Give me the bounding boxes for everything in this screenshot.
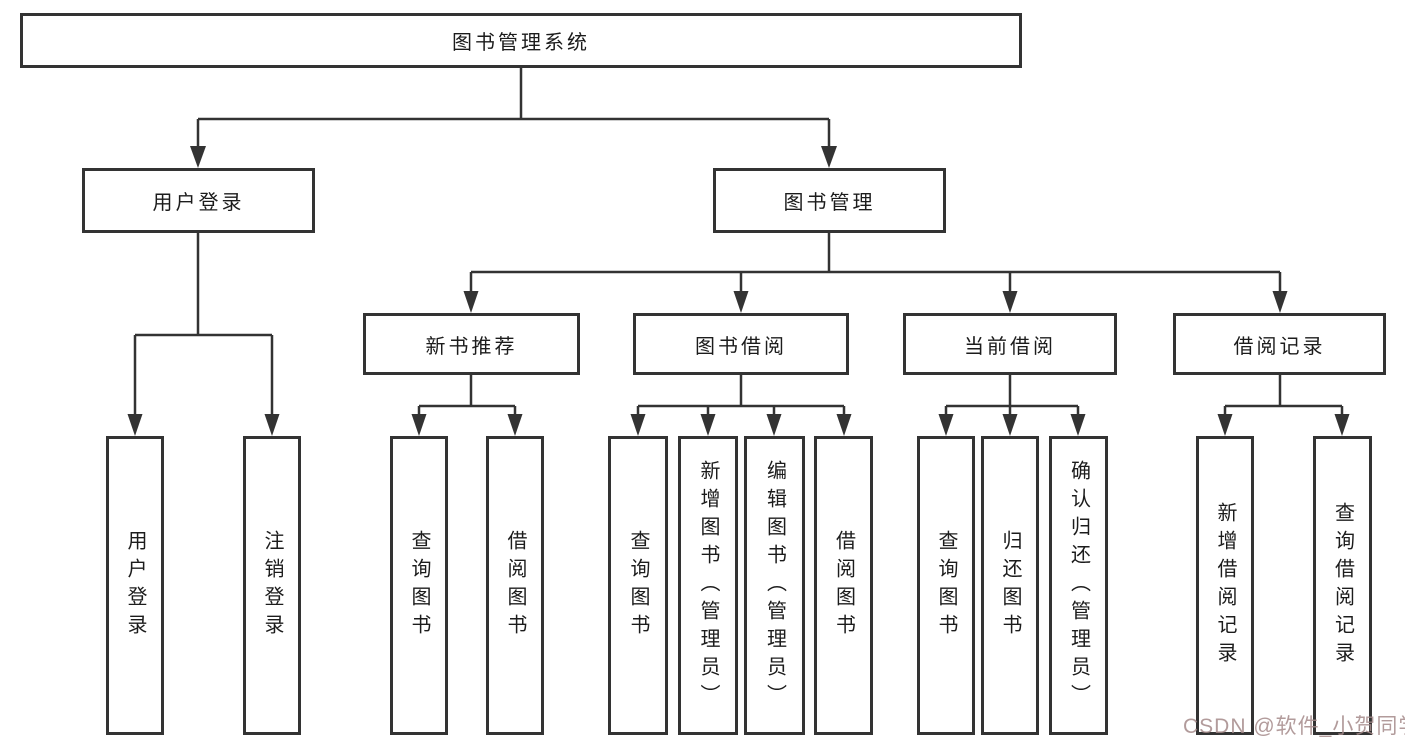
node-label: 借阅图书 xyxy=(832,529,855,642)
node-label: 图书管理 xyxy=(783,192,876,214)
leaf-return-book: 归还图书 xyxy=(981,436,1039,735)
node-label: 查询图书 xyxy=(408,529,430,642)
node-book-borrowing: 图书借阅 xyxy=(633,313,849,375)
leaf-confirm-return-admin: 确认归还（管理员） xyxy=(1049,436,1108,735)
node-label: 归还图书 xyxy=(999,529,1021,642)
leaf-query-book-current: 查询图书 xyxy=(917,436,975,735)
node-label: 图书借阅 xyxy=(695,335,787,358)
node-label: 借阅记录 xyxy=(1233,335,1326,358)
node-label: 查询借阅记录 xyxy=(1331,501,1354,670)
node-book-management: 图书管理 xyxy=(713,168,946,233)
leaf-logout: 注销登录 xyxy=(243,436,301,735)
node-label: 借阅图书 xyxy=(504,529,526,642)
node-label: 新增图书（管理员） xyxy=(697,459,719,712)
csdn-watermark: CSDN @软件_小贺同学 xyxy=(1183,715,1405,738)
node-label: 新增借阅记录 xyxy=(1214,501,1236,670)
node-label: 注销登录 xyxy=(261,529,283,642)
node-new-book-recommend: 新书推荐 xyxy=(363,313,580,375)
leaf-borrow-book: 借阅图书 xyxy=(814,436,873,735)
node-user-login: 用户登录 xyxy=(82,168,315,233)
node-label: 查询图书 xyxy=(627,529,649,642)
leaf-add-borrow-record: 新增借阅记录 xyxy=(1196,436,1254,735)
node-label: 当前借阅 xyxy=(964,335,1056,358)
node-label: 用户登录 xyxy=(124,529,146,642)
node-label: 新书推荐 xyxy=(425,335,518,358)
node-library-system: 图书管理系统 xyxy=(20,13,1022,68)
node-label: 编辑图书（管理员） xyxy=(763,459,786,712)
leaf-query-book-borrowing: 查询图书 xyxy=(608,436,668,735)
leaf-add-book-admin: 新增图书（管理员） xyxy=(678,436,738,735)
leaf-user-login: 用户登录 xyxy=(106,436,164,735)
leaf-query-borrow-record: 查询借阅记录 xyxy=(1313,436,1372,735)
leaf-query-book-recommend: 查询图书 xyxy=(390,436,448,735)
node-current-borrowing: 当前借阅 xyxy=(903,313,1117,375)
node-borrow-records: 借阅记录 xyxy=(1173,313,1386,375)
leaf-edit-book-admin: 编辑图书（管理员） xyxy=(744,436,805,735)
node-label: 图书管理系统 xyxy=(452,32,590,54)
node-label: 确认归还（管理员） xyxy=(1067,459,1090,712)
node-label: 用户登录 xyxy=(152,192,245,214)
leaf-borrow-book-recommend: 借阅图书 xyxy=(486,436,544,735)
node-label: 查询图书 xyxy=(935,529,957,642)
